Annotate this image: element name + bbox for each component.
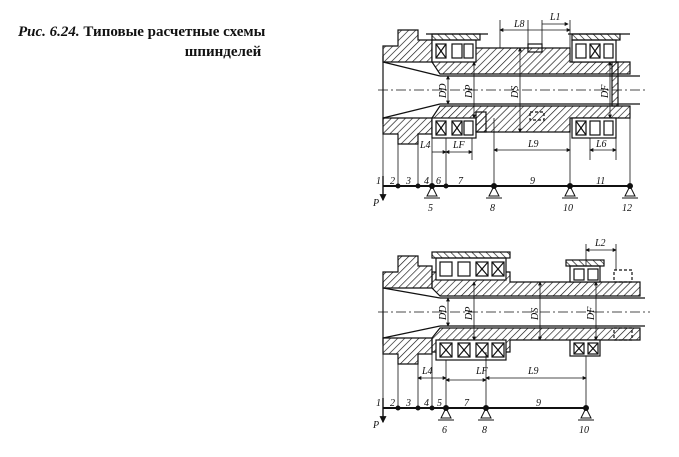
dim-ds: DS [510,86,521,99]
node-label: 9 [536,398,541,409]
node-label: 9 [530,176,535,187]
caption-line-2: шпинделей [184,44,262,60]
dim-l1: L1 [549,12,561,23]
support-label: 12 [622,203,632,214]
dim-l4: L4 [419,140,431,151]
node-label: 1 [376,176,381,187]
load-label: P [372,420,379,431]
caption-line-1: Типовые расчетные схемы [83,24,266,40]
spindle-bottom [378,244,650,424]
node-label: 4 [424,176,429,187]
dim-ds: DS [530,308,541,321]
node-label: 5 [437,398,442,409]
node-label: 7 [458,176,464,187]
dim-df: DF [600,84,611,99]
spindle-top [378,20,645,202]
node-label: 7 [464,398,470,409]
support-label: 5 [428,203,433,214]
node-label: 3 [405,176,411,187]
node-label: 11 [596,176,605,187]
dim-dd: DD [438,83,449,99]
support-label: 6 [442,425,447,436]
bottom-dimension-labels: L2 L4 LF L9 DD DP DS DF 1 2 3 4 5 7 9 6 … [372,238,606,436]
dim-l6: L6 [595,139,607,150]
dim-l2: L2 [594,238,606,249]
dim-l8: L8 [513,19,525,30]
node-label: 6 [436,176,441,187]
support-label: 8 [482,425,487,436]
dim-df: DF [586,306,597,321]
support-label: 10 [563,203,573,214]
dim-dp: DP [464,85,475,99]
dim-dd: DD [438,305,449,321]
dim-l9: L9 [527,139,539,150]
figure-caption: Рис. 6.24. Типовые расчетные схемы шпинд… [18,22,348,62]
figure-number: Рис. 6.24. [18,24,80,40]
dim-lf: LF [475,366,489,377]
load-label: P [372,198,379,209]
dim-lf: LF [452,140,466,151]
top-dimension-labels: L8 L1 L9 LF L6 L4 DD DP DS DF 1 2 3 4 6 … [372,12,632,214]
support-label: 8 [490,203,495,214]
node-label: 2 [390,176,395,187]
dim-l9: L9 [527,366,539,377]
node-label: 2 [390,398,395,409]
node-label: 4 [424,398,429,409]
dim-dp: DP [464,307,475,321]
node-label: 3 [405,398,411,409]
node-label: 1 [376,398,381,409]
dim-l4: L4 [421,366,433,377]
support-label: 10 [579,425,589,436]
